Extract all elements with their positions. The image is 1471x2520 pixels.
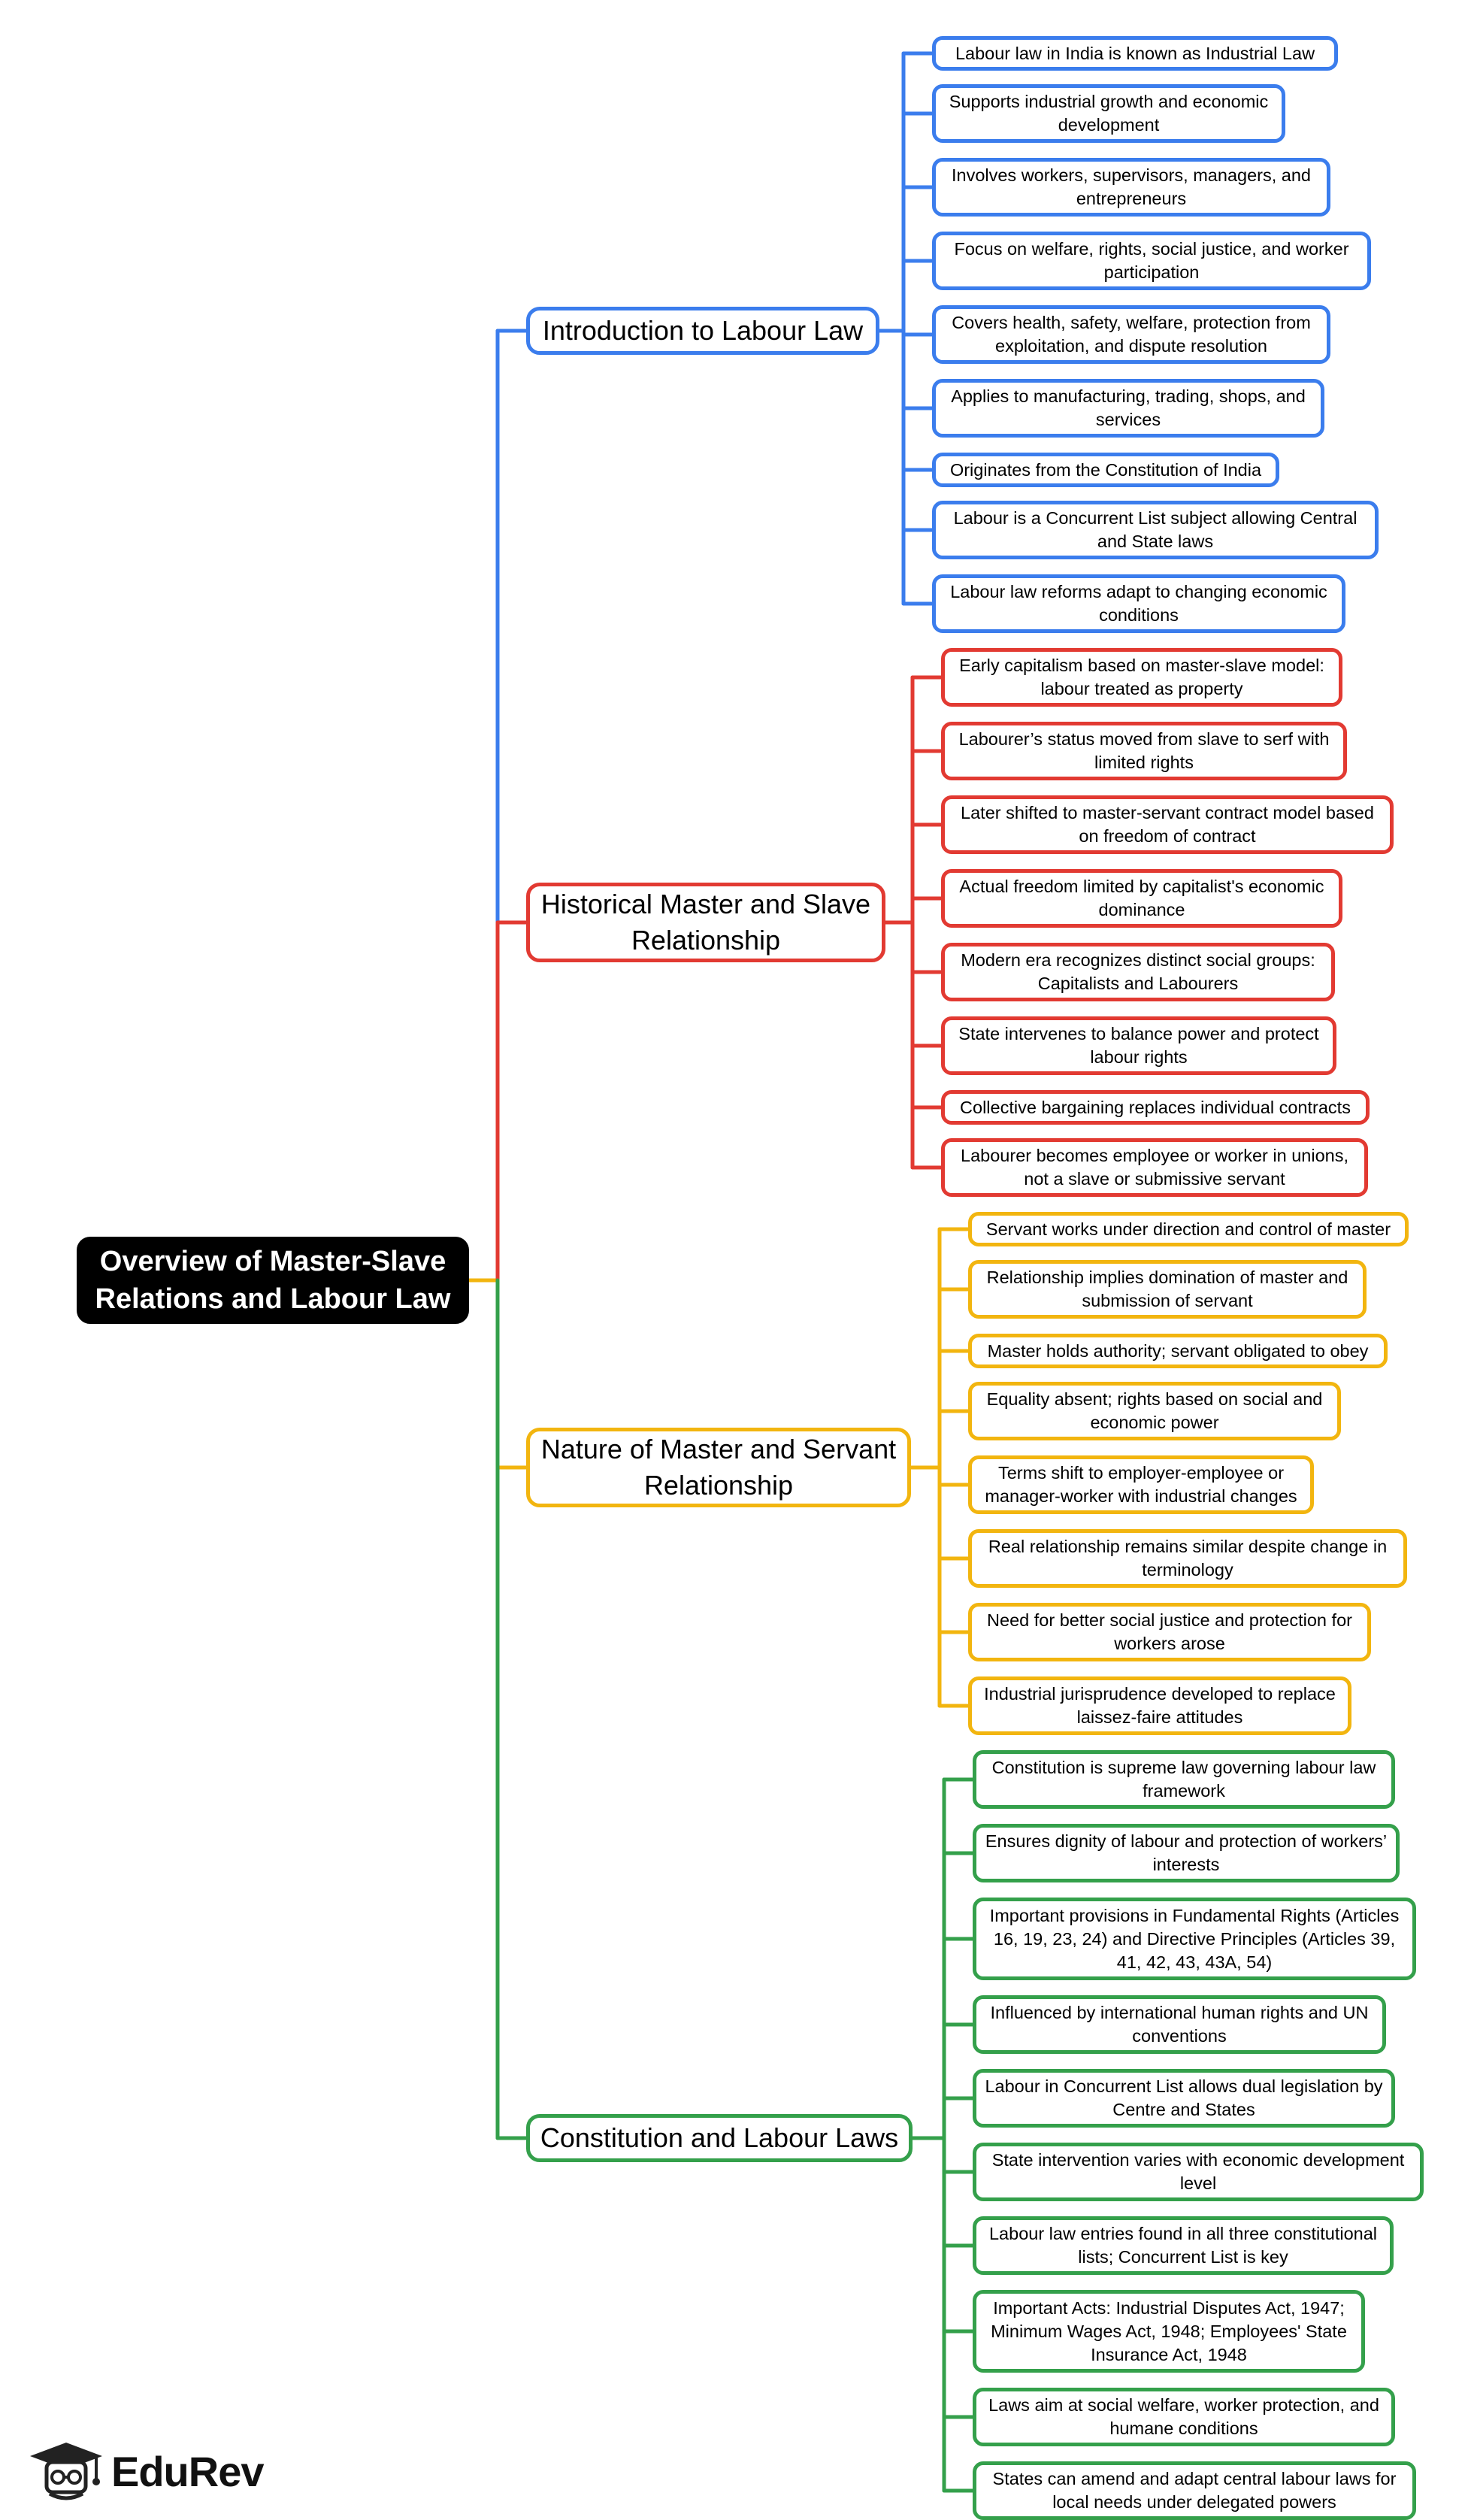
- leaf-node: Ensures dignity of labour and protection…: [973, 1824, 1400, 1882]
- leaf-node: Laws aim at social welfare, worker prote…: [973, 2388, 1395, 2446]
- graduation-cap-icon: [30, 2443, 102, 2500]
- branch-node: Introduction to Labour Law: [526, 307, 879, 355]
- branch-node: Nature of Master and Servant Relationshi…: [526, 1428, 911, 1507]
- leaf-node: State intervenes to balance power and pr…: [941, 1016, 1336, 1075]
- leaf-node: Focus on welfare, rights, social justice…: [932, 232, 1371, 290]
- leaf-node: Need for better social justice and prote…: [968, 1603, 1371, 1661]
- leaf-node: Master holds authority; servant obligate…: [968, 1334, 1388, 1368]
- leaf-node: Terms shift to employer-employee or mana…: [968, 1455, 1314, 1514]
- leaf-node: Relationship implies domination of maste…: [968, 1260, 1367, 1319]
- leaf-node: Involves workers, supervisors, managers,…: [932, 158, 1330, 217]
- leaf-node: Applies to manufacturing, trading, shops…: [932, 379, 1324, 438]
- leaf-node: Actual freedom limited by capitalist's e…: [941, 869, 1342, 928]
- leaf-node: Labourer’s status moved from slave to se…: [941, 722, 1347, 780]
- leaf-node: Labour in Concurrent List allows dual le…: [973, 2069, 1395, 2128]
- leaf-node: Later shifted to master-servant contract…: [941, 795, 1394, 854]
- leaf-node: Labour law in India is known as Industri…: [932, 36, 1338, 71]
- leaf-node: Equality absent; rights based on social …: [968, 1382, 1341, 1440]
- leaf-node: Important provisions in Fundamental Righ…: [973, 1898, 1416, 1980]
- edurev-logo: EduRev: [27, 2440, 305, 2504]
- leaf-node: Labour law reforms adapt to changing eco…: [932, 574, 1345, 633]
- leaf-node: Labourer becomes employee or worker in u…: [941, 1138, 1368, 1197]
- leaf-node: Servant works under direction and contro…: [968, 1212, 1409, 1246]
- root-node: Overview of Master-Slave Relations and L…: [77, 1237, 469, 1324]
- leaf-node: States can amend and adapt central labou…: [973, 2461, 1416, 2520]
- leaf-node: Collective bargaining replaces individua…: [941, 1090, 1370, 1125]
- branch-node: Historical Master and Slave Relationship: [526, 883, 885, 962]
- leaf-node: Labour law entries found in all three co…: [973, 2216, 1394, 2275]
- leaf-node: Industrial jurisprudence developed to re…: [968, 1676, 1351, 1735]
- leaf-node: Early capitalism based on master-slave m…: [941, 648, 1342, 707]
- leaf-node: Covers health, safety, welfare, protecti…: [932, 305, 1330, 364]
- logo-text: EduRev: [111, 2448, 264, 2495]
- leaf-node: Originates from the Constitution of Indi…: [932, 453, 1279, 487]
- leaf-node: Important Acts: Industrial Disputes Act,…: [973, 2290, 1365, 2373]
- leaf-node: Modern era recognizes distinct social gr…: [941, 943, 1335, 1001]
- leaf-node: Supports industrial growth and economic …: [932, 84, 1285, 143]
- leaf-node: Constitution is supreme law governing la…: [973, 1750, 1395, 1809]
- branch-node: Constitution and Labour Laws: [526, 2114, 913, 2162]
- leaf-node: Real relationship remains similar despit…: [968, 1529, 1407, 1588]
- leaf-node: State intervention varies with economic …: [973, 2143, 1424, 2201]
- leaf-node: Labour is a Concurrent List subject allo…: [932, 501, 1379, 559]
- leaf-node: Influenced by international human rights…: [973, 1995, 1386, 2054]
